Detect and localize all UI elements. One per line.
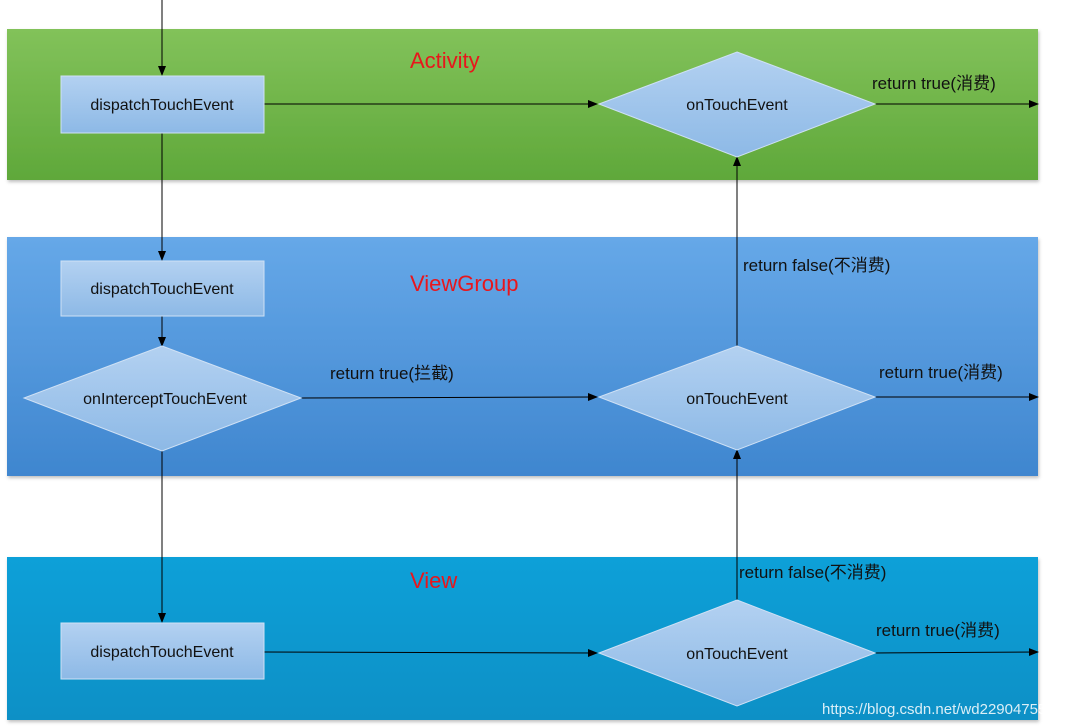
viewgroup-title: ViewGroup xyxy=(410,271,518,296)
activity-ontouch-diamond xyxy=(597,51,877,158)
view-ontouch-diamond xyxy=(597,599,877,707)
view-dispatch-to-ontouch-arrow xyxy=(263,648,598,657)
viewgroup-ontouch-diamond xyxy=(597,345,877,451)
activity-dispatch-box xyxy=(60,75,265,134)
viewgroup-ontouch-label: onTouchEvent xyxy=(686,391,788,408)
intercept-to-ontouch-arrow xyxy=(299,393,598,402)
viewgroup-dispatch-box xyxy=(60,260,265,317)
view-consume-label: return true(消费) xyxy=(876,621,1000,640)
activity-ontouch-label: onTouchEvent xyxy=(686,97,788,114)
viewgroup-intercept-diamond xyxy=(22,345,303,452)
view-dispatch-label: dispatchTouchEvent xyxy=(90,644,234,661)
activity-dispatch-label: dispatchTouchEvent xyxy=(90,97,234,114)
view-not-consume-label: return false(不消费) xyxy=(739,563,886,582)
activity-consume-label: return true(消费) xyxy=(872,74,996,93)
viewgroup-consume-label: return true(消费) xyxy=(879,363,1003,382)
activity-title: Activity xyxy=(410,48,480,73)
view-consume-arrow xyxy=(873,648,1039,657)
view-dispatch-box xyxy=(60,622,265,680)
watermark: https://blog.csdn.net/wd229047557 xyxy=(822,701,1055,718)
viewgroup-not-consume-label: return false(不消费) xyxy=(743,256,890,275)
view-title: View xyxy=(410,568,457,593)
view-ontouch-label: onTouchEvent xyxy=(686,646,788,663)
viewgroup-dispatch-label: dispatchTouchEvent xyxy=(90,281,234,298)
viewgroup-intercept-true-label: return true(拦截) xyxy=(330,364,454,383)
viewgroup-intercept-label: onInterceptTouchEvent xyxy=(83,391,247,408)
